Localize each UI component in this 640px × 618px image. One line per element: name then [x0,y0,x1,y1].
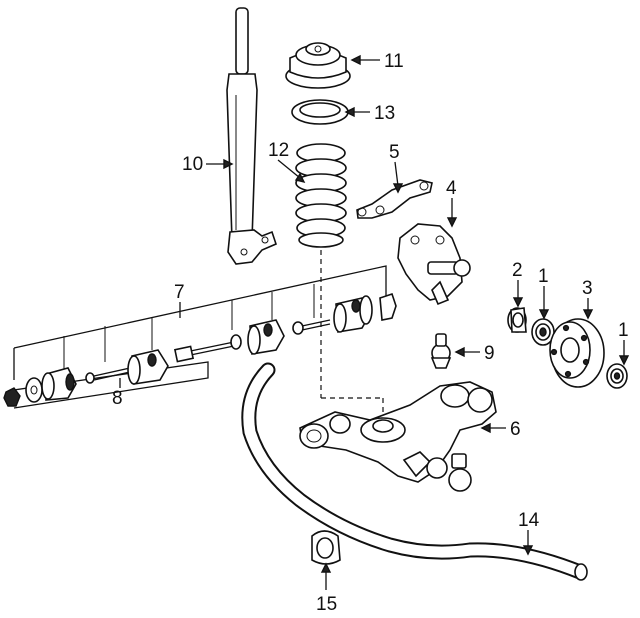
callout-15: 15 [316,594,337,615]
callout-5: 5 [389,142,400,163]
control-arm-bushing-kit[interactable] [3,265,397,409]
lower-control-arm[interactable] [299,381,497,492]
spring-insulator[interactable] [291,99,349,125]
callout-9: 9 [484,343,495,364]
callout-2: 2 [512,260,523,281]
outer-wheel-bearing[interactable] [606,363,628,389]
inner-wheel-bearing[interactable] [531,318,555,346]
callout-12: 12 [268,140,289,161]
wheel-hub[interactable] [549,318,605,388]
callout-10: 10 [182,154,203,175]
steering-knuckle[interactable] [397,223,471,306]
leader-lines [119,54,630,590]
callout-3: 3 [582,278,593,299]
callout-7: 7 [174,282,185,303]
callout-4: 4 [446,178,457,199]
ball-joint[interactable] [430,333,452,369]
stabilizer-bushing[interactable] [311,530,341,565]
callout-6: 6 [510,419,521,440]
callout-1-outer: 1 [618,320,629,341]
grease-seal[interactable] [507,307,527,333]
callout-8: 8 [112,388,123,409]
callout-14: 14 [518,510,540,531]
steering-arm[interactable] [356,179,433,219]
coil-spring[interactable] [295,143,347,248]
callout-11: 11 [384,51,404,72]
strut-mount[interactable] [285,42,351,89]
callout-1-inner: 1 [538,266,549,287]
callout-13: 13 [374,103,395,124]
stabilizer-bar[interactable] [241,362,588,581]
strut-assembly[interactable] [226,7,277,265]
